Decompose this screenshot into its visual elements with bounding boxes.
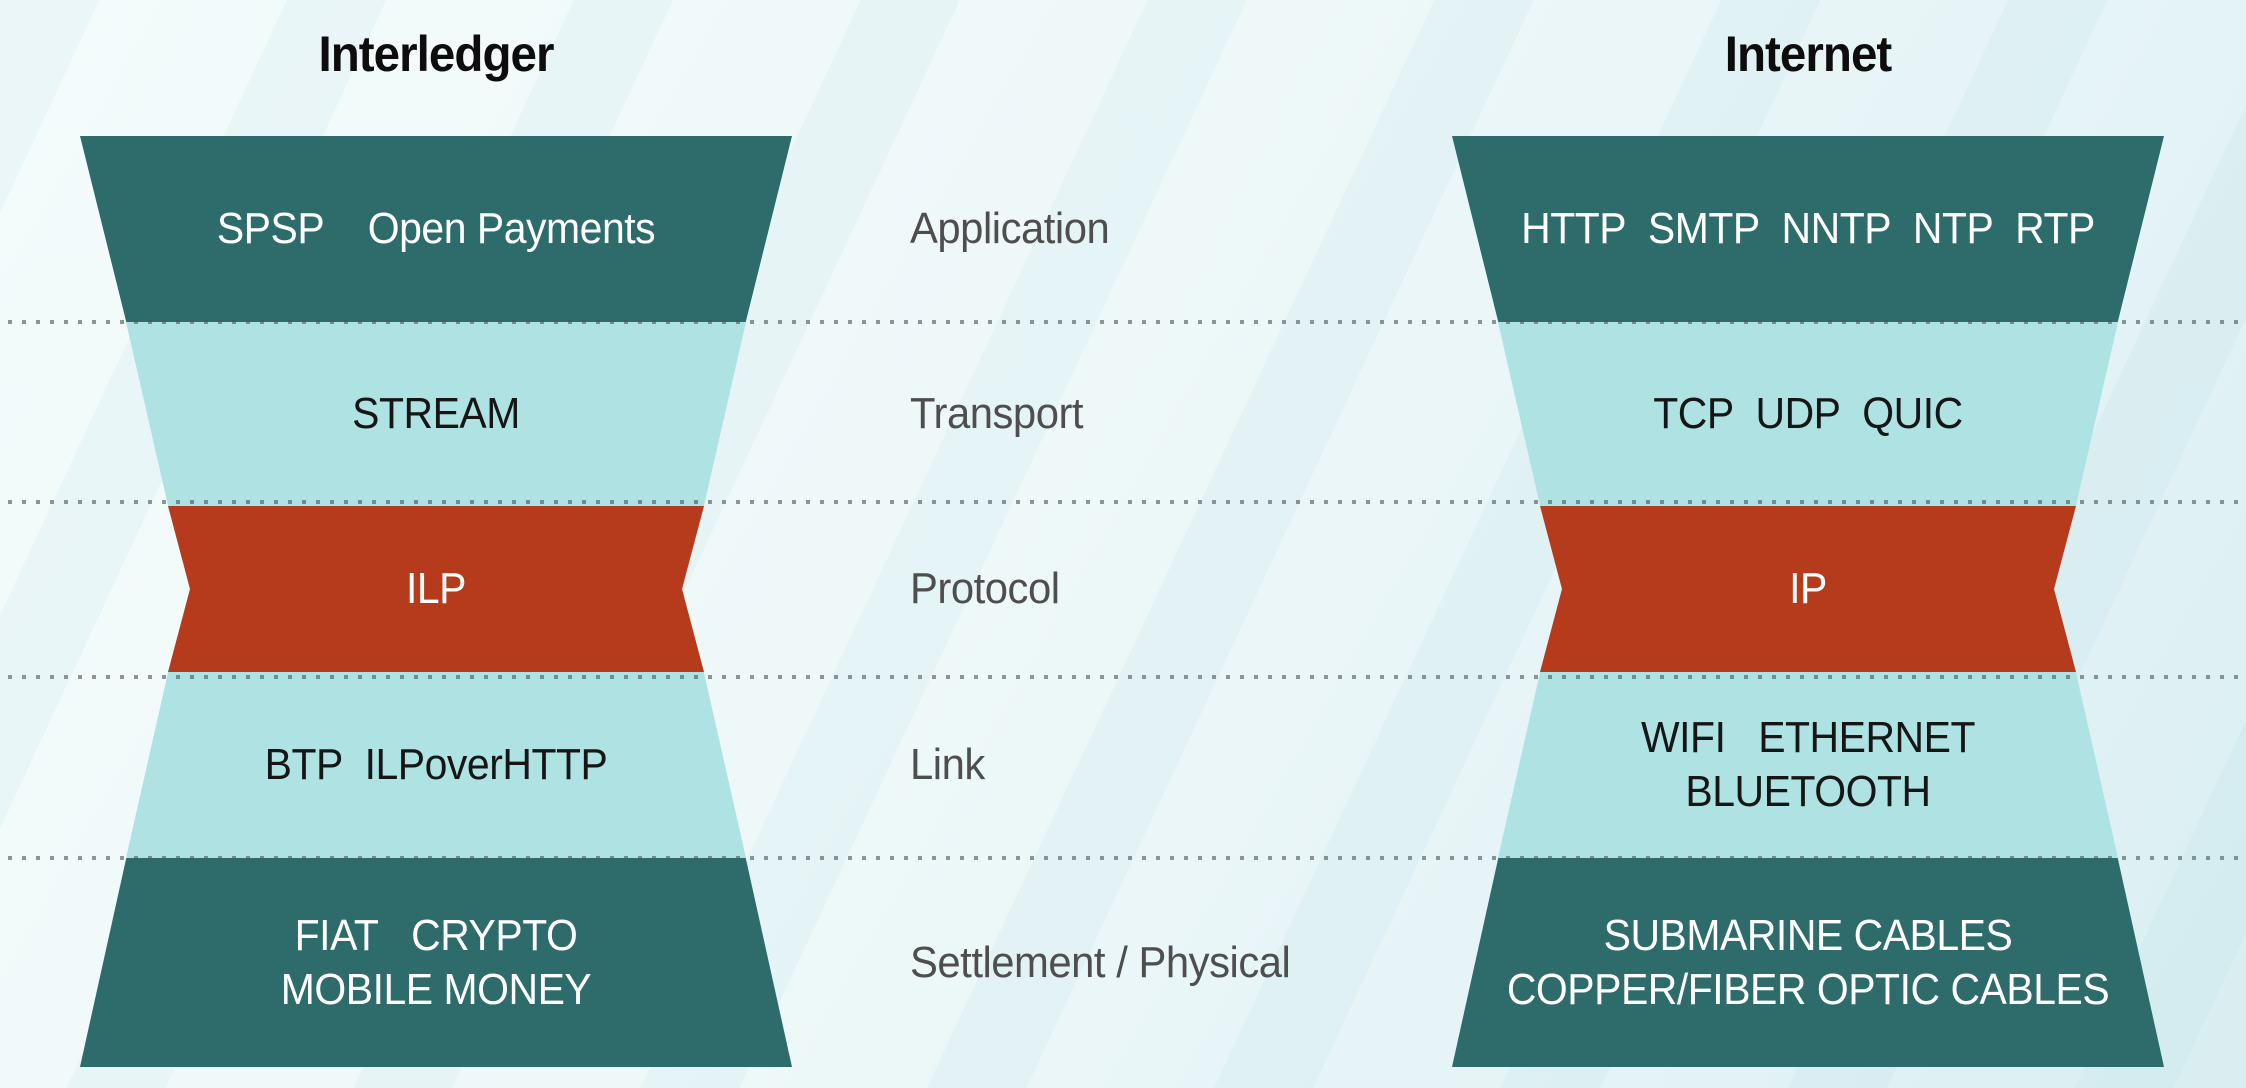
layer-label-application: Application <box>910 204 1110 253</box>
layer-text-line: IP <box>1789 564 1827 614</box>
interledger-protocol-shape <box>168 506 704 672</box>
layer-text-line: TCP UDP QUIC <box>1653 389 1963 439</box>
internet-settlement-text: SUBMARINE CABLES COPPER/FIBER OPTIC CABL… <box>1477 858 2139 1067</box>
interledger-protocol-text: ILP <box>105 506 767 672</box>
internet-title: Internet <box>1724 26 1893 82</box>
layer-text-line: FIAT CRYPTO <box>294 910 578 960</box>
internet-protocol-shape <box>1540 506 2076 672</box>
internet-transport-shape <box>1498 322 2118 506</box>
internet-settlement-shape <box>1452 858 2164 1067</box>
divider-link-settlement <box>8 856 2238 860</box>
interledger-link-text: BTP ILPoverHTTP <box>105 672 767 858</box>
layer-text-line: BLUETOOTH <box>1685 767 1931 816</box>
layer-text-line: COPPER/FIBER OPTIC CABLES <box>1506 964 2110 1014</box>
interledger-link-shape <box>126 672 746 858</box>
interledger-settlement-shape <box>80 858 792 1067</box>
interledger-application-shape <box>80 136 792 322</box>
interledger-transport-shape <box>126 322 746 506</box>
internet-application-text: HTTP SMTP NNTP NTP RTP <box>1477 136 2139 322</box>
divider-application-transport <box>8 320 2238 324</box>
interledger-transport-text: STREAM <box>105 322 767 506</box>
layer-label-link: Link <box>910 740 985 789</box>
layer-label-protocol: Protocol <box>910 564 1060 613</box>
layer-text-line: SUBMARINE CABLES <box>1603 910 2013 960</box>
layer-text-line: ILP <box>405 564 467 614</box>
interledger-settlement-text: FIAT CRYPTO MOBILE MONEY <box>105 858 767 1067</box>
divider-protocol-link <box>8 675 2238 679</box>
internet-protocol-text: IP <box>1477 506 2139 672</box>
layer-text-line: HTTP SMTP NNTP NTP RTP <box>1521 204 2095 254</box>
internet-link-shape <box>1498 672 2118 858</box>
internet-transport-text: TCP UDP QUIC <box>1477 322 2139 506</box>
internet-application-shape <box>1452 136 2164 322</box>
interledger-application-text: SPSP Open Payments <box>105 136 767 322</box>
layer-text-line: BTP ILPoverHTTP <box>264 740 608 790</box>
layer-label-settlement-physical: Settlement / Physical <box>910 937 1291 987</box>
layer-text-line: STREAM <box>352 389 520 439</box>
interledger-title: Interledger <box>318 26 554 82</box>
internet-link-text: WIFI ETHERNET BLUETOOTH <box>1477 672 2139 858</box>
layer-text-line: SPSP Open Payments <box>216 204 656 254</box>
layer-label-transport: Transport <box>910 389 1084 438</box>
layer-text-line: MOBILE MONEY <box>280 964 592 1014</box>
layer-text-line: WIFI ETHERNET <box>1640 713 1976 763</box>
divider-transport-protocol <box>8 500 2238 504</box>
